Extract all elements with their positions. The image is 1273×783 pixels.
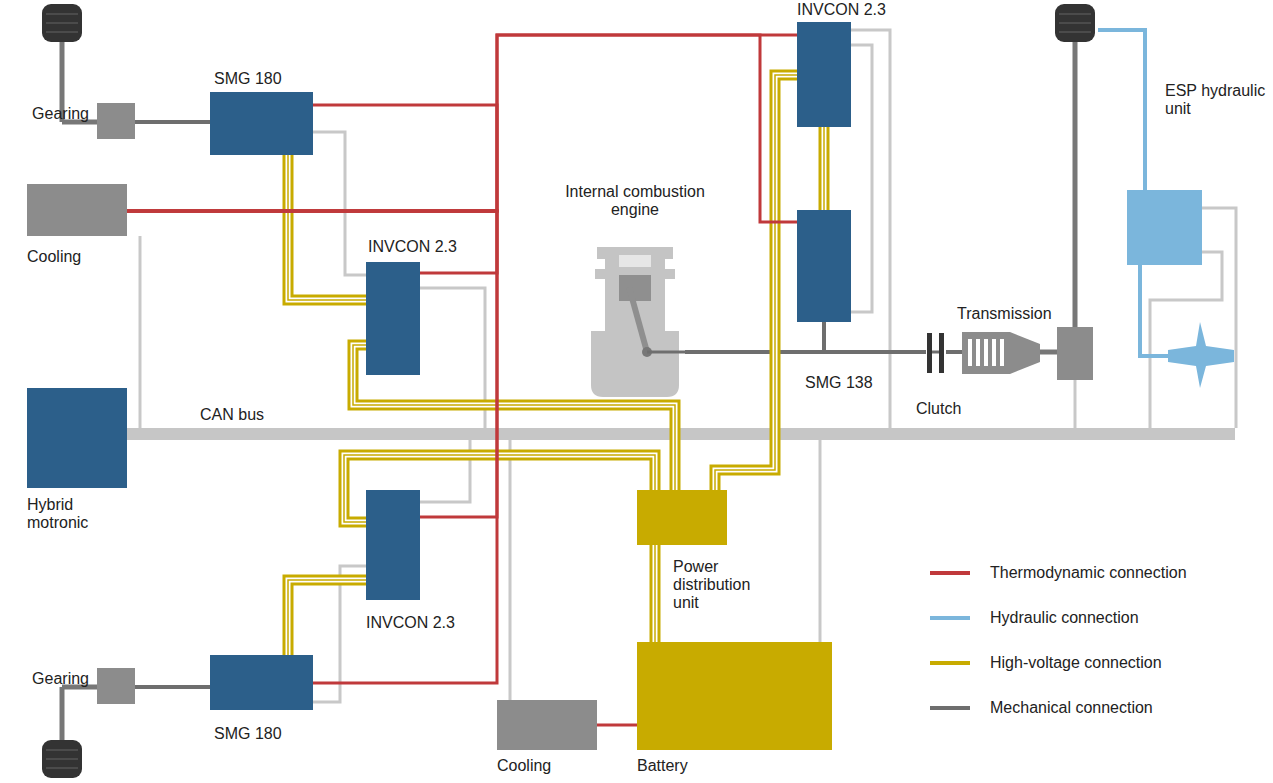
wheels xyxy=(42,4,1095,778)
thermal-line xyxy=(127,211,497,517)
mechanical-shaft xyxy=(685,352,926,353)
legend-swatch xyxy=(930,616,970,620)
high-voltage-line xyxy=(288,580,366,655)
cooling-box: Cooling xyxy=(497,700,597,750)
node-label: Cooling xyxy=(497,757,597,775)
thermal-line xyxy=(597,725,637,726)
gearing-box: Gearing xyxy=(97,668,135,704)
high-voltage-line xyxy=(288,155,366,300)
legend-text: Hydraulic connection xyxy=(990,609,1139,627)
node-label: Hybrid motronic xyxy=(27,496,117,532)
mechanical-shaft xyxy=(135,687,210,688)
node-label: Battery xyxy=(637,757,737,775)
node-label: Power distribution unit xyxy=(673,558,773,612)
mechanical-shaft xyxy=(685,322,824,352)
legend-text: Mechanical connection xyxy=(990,699,1153,717)
high-voltage-line xyxy=(655,545,656,642)
motor-generator: SMG 180 xyxy=(210,655,313,710)
transmission: Transmission xyxy=(962,330,1040,375)
high-voltage-line xyxy=(715,75,797,490)
node-label: SMG 180 xyxy=(214,70,334,88)
motor-generator: SMG 180 xyxy=(210,92,313,155)
power-distribution-unit: Power distribution unit xyxy=(637,490,727,545)
node-label: INVCON 2.3 xyxy=(797,1,917,19)
node-label: Transmission xyxy=(957,305,1077,323)
gearing-box: Gearing xyxy=(97,103,135,139)
mechanical-shaft xyxy=(946,352,962,353)
combustion-engine: Internal combustion engine xyxy=(585,245,685,400)
node-label: Internal combustion engine xyxy=(565,183,705,219)
node-label: Cooling xyxy=(27,248,127,266)
tire-tread xyxy=(46,14,1091,768)
node-label: Gearing xyxy=(19,670,89,688)
clutch: Clutch xyxy=(926,333,946,373)
node-label: SMG 138 xyxy=(805,374,885,392)
thermal-line xyxy=(127,211,497,683)
legend-swatch xyxy=(930,571,970,575)
inverter-box: INVCON 2.3 xyxy=(366,490,420,600)
inverter-box: INVCON 2.3 xyxy=(366,262,420,375)
node-label: INVCON 2.3 xyxy=(368,238,488,256)
node-label: SMG 180 xyxy=(214,725,334,743)
clutch-illustration xyxy=(926,333,946,373)
trans-illustration xyxy=(962,330,1040,375)
thermal-line xyxy=(127,211,497,273)
battery: Battery xyxy=(637,642,832,750)
engine-illustration xyxy=(585,245,685,400)
can-bus-bar xyxy=(127,428,1235,440)
high-voltage-line xyxy=(824,127,825,210)
node-label: Clutch xyxy=(916,400,986,418)
brake-disc xyxy=(1168,322,1234,388)
node-label: Gearing xyxy=(19,105,89,123)
esp-unit: ESP hydraulic unit xyxy=(1127,190,1202,265)
legend-swatch xyxy=(930,706,970,710)
motor-generator: SMG 138 xyxy=(797,210,851,322)
bus-label: CAN bus xyxy=(200,406,264,424)
legend-swatch xyxy=(930,661,970,665)
can-wires xyxy=(140,30,1236,702)
legend-text: High-voltage connection xyxy=(990,654,1162,672)
cooling-box: Cooling xyxy=(27,184,127,236)
node-label: INVCON 2.3 xyxy=(366,614,486,632)
legend-text: Thermodynamic connection xyxy=(990,564,1187,582)
control-unit: Hybrid motronic xyxy=(27,388,127,488)
node-label: ESP hydraulic unit xyxy=(1165,82,1269,118)
inverter-box: INVCON 2.3 xyxy=(797,22,851,127)
mechanical-shaft xyxy=(135,122,210,123)
thermal-line xyxy=(127,35,797,222)
